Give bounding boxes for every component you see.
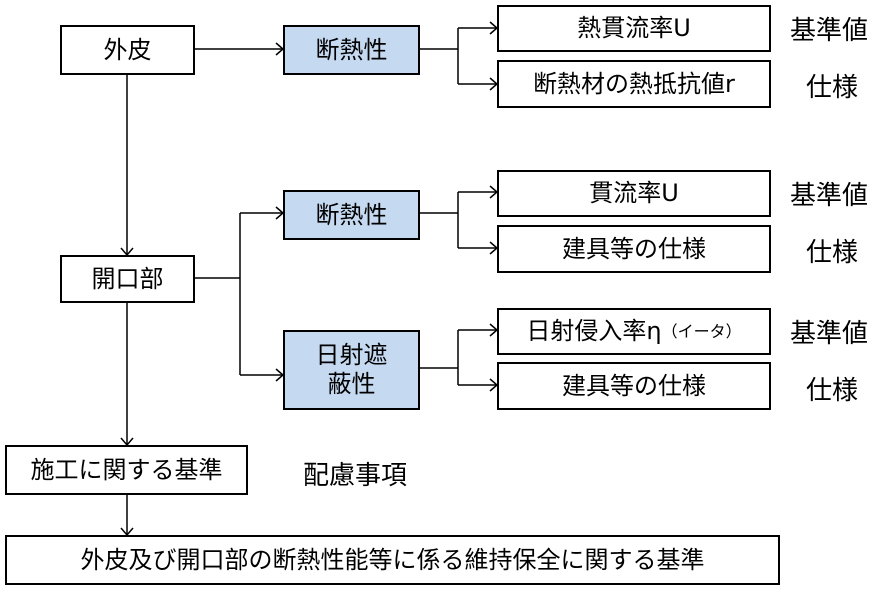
label-shiyou-1: 仕様 (806, 73, 859, 103)
label-hairyo-jikou: 配慮事項 (303, 461, 408, 491)
node-kanryuritsu: 貫流率U (497, 170, 771, 217)
node-kaikoubu: 開口部 (60, 255, 195, 303)
node-sekou: 施工に関する基準 (5, 445, 248, 495)
node-netsukanryuritsu: 熱貫流率U (497, 5, 771, 52)
node-gaihi: 外皮 (60, 25, 195, 75)
node-bottom: 外皮及び開口部の断熱性能等に係る維持保全に関する基準 (5, 535, 780, 585)
nissha-line2: 蔽性 (327, 370, 376, 398)
label-shiyou-2: 仕様 (806, 238, 859, 268)
node-tategu-2: 建具等の仕様 (497, 362, 771, 410)
label-kijunchi-1: 基準値 (790, 16, 869, 46)
node-dannetsu-gaihi: 断熱性 (283, 25, 420, 75)
nissha-shinyu-text: 日射侵入率η (526, 317, 662, 346)
nissha-shinyu-paren: （イータ） (661, 321, 742, 341)
node-nissha-shinyu: 日射侵入率η（イータ） (497, 308, 771, 355)
nissha-line1: 日射遮 (315, 341, 388, 370)
label-shiyou-3: 仕様 (806, 376, 859, 406)
label-kijunchi-2: 基準値 (790, 181, 869, 211)
node-dannetsuzai: 断熱材の熱抵抗値r (497, 60, 771, 108)
node-tategu-1: 建具等の仕様 (497, 225, 771, 273)
label-kijunchi-3: 基準値 (790, 319, 869, 349)
node-dannetsu-kaikoubu: 断熱性 (283, 190, 420, 240)
node-nissha-shahei: 日射遮 蔽性 (283, 330, 420, 410)
